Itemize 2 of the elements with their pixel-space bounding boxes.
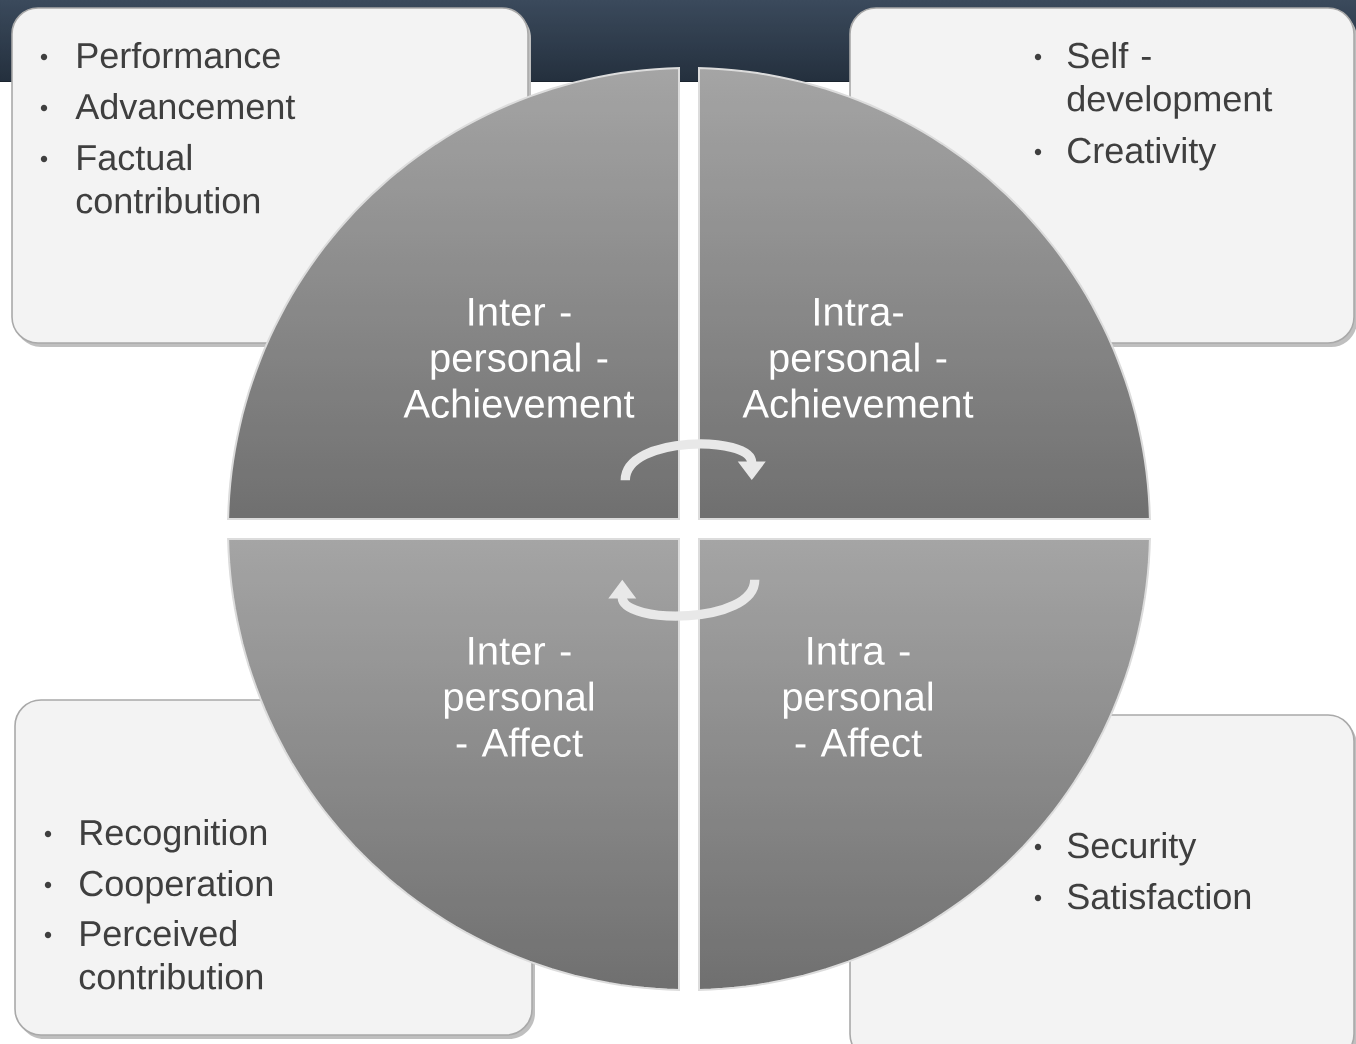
cycle-arrow <box>608 578 760 621</box>
cycle-arrow <box>620 439 766 482</box>
